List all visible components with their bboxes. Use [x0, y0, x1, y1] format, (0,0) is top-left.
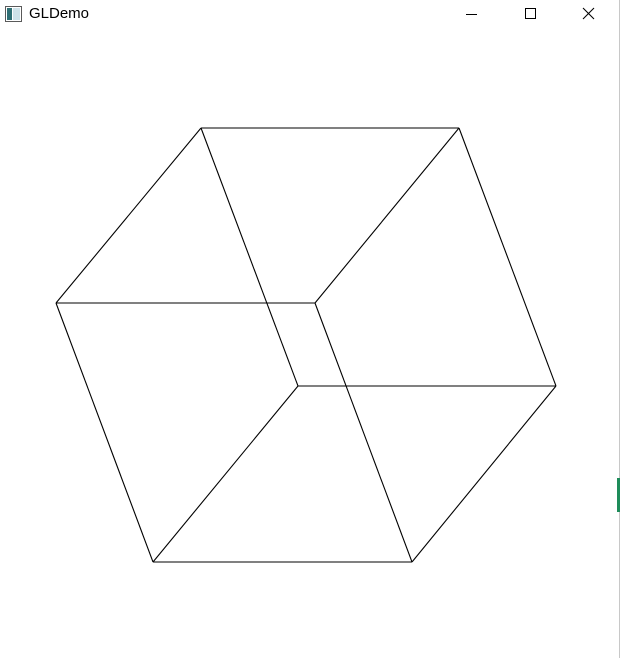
maximize-button[interactable]: [501, 0, 559, 29]
title-bar[interactable]: GLDemo: [0, 0, 619, 30]
cube-edge: [152, 385, 299, 563]
close-icon: [582, 7, 595, 20]
cube-edge: [411, 385, 557, 563]
wireframe-cube: [55, 127, 557, 563]
app-window-icon[interactable]: [5, 6, 22, 22]
cube-edge: [200, 127, 299, 387]
gl-canvas[interactable]: [0, 30, 619, 658]
cube-edge: [55, 302, 154, 563]
window-title: GLDemo: [29, 5, 90, 22]
cube-edge: [314, 302, 413, 563]
cube-edge: [55, 127, 202, 304]
minimize-button[interactable]: [443, 0, 501, 29]
cube-edge: [458, 127, 557, 387]
close-button[interactable]: [559, 0, 619, 29]
maximize-icon: [525, 8, 536, 19]
minimize-icon: [466, 14, 477, 15]
window-edge-accent: [617, 478, 620, 512]
cube-edge: [314, 127, 460, 304]
